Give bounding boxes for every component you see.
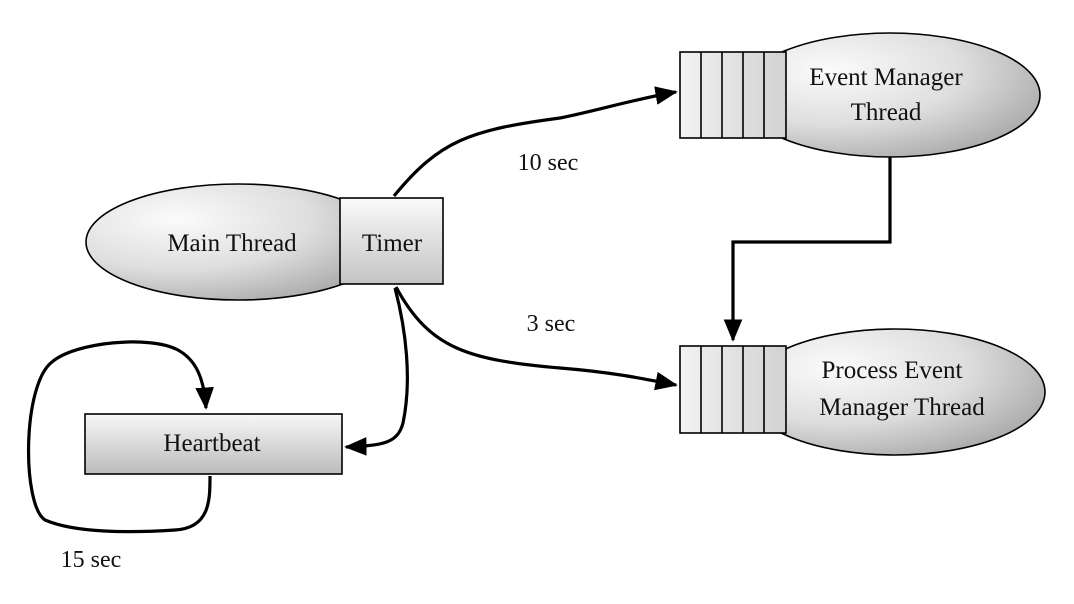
process-event-manager-thread-label-line2: Manager Thread [819, 394, 985, 421]
edge-label-10-sec: 10 sec [518, 150, 579, 176]
edge-label-3-sec: 3 sec [527, 311, 576, 337]
timer-label: Timer [362, 230, 423, 257]
process-event-manager-thread-label-line1: Process Event [822, 357, 963, 384]
process-event-manager-thread-node: Process Event Manager Thread [679, 328, 1046, 456]
process-event-manager-queue [679, 345, 787, 434]
edge-label-15-sec: 15 sec [61, 547, 122, 573]
event-manager-thread-node: Event Manager Thread [679, 32, 1041, 158]
edge-timer-to-process-event-manager [394, 286, 678, 391]
edge-heartbeat-loop [27, 340, 214, 534]
edge-timer-to-event-manager [392, 86, 678, 198]
heartbeat-node: Heartbeat [84, 413, 343, 475]
timer-box [339, 197, 444, 285]
edge-event-manager-to-process-event-manager [723, 157, 892, 342]
event-manager-queue [679, 51, 787, 139]
timer-node: Timer [339, 197, 444, 285]
event-manager-thread-label-line1: Event Manager [809, 64, 963, 91]
edge-timer-to-heartbeat [344, 287, 409, 456]
main-thread-label: Main Thread [167, 230, 297, 257]
heartbeat-box [84, 413, 343, 475]
event-manager-thread-label-line2: Thread [851, 99, 922, 126]
heartbeat-label: Heartbeat [163, 430, 260, 457]
process-event-manager-thread-ellipse [744, 328, 1046, 456]
main-thread-node: Main Thread [85, 183, 391, 301]
